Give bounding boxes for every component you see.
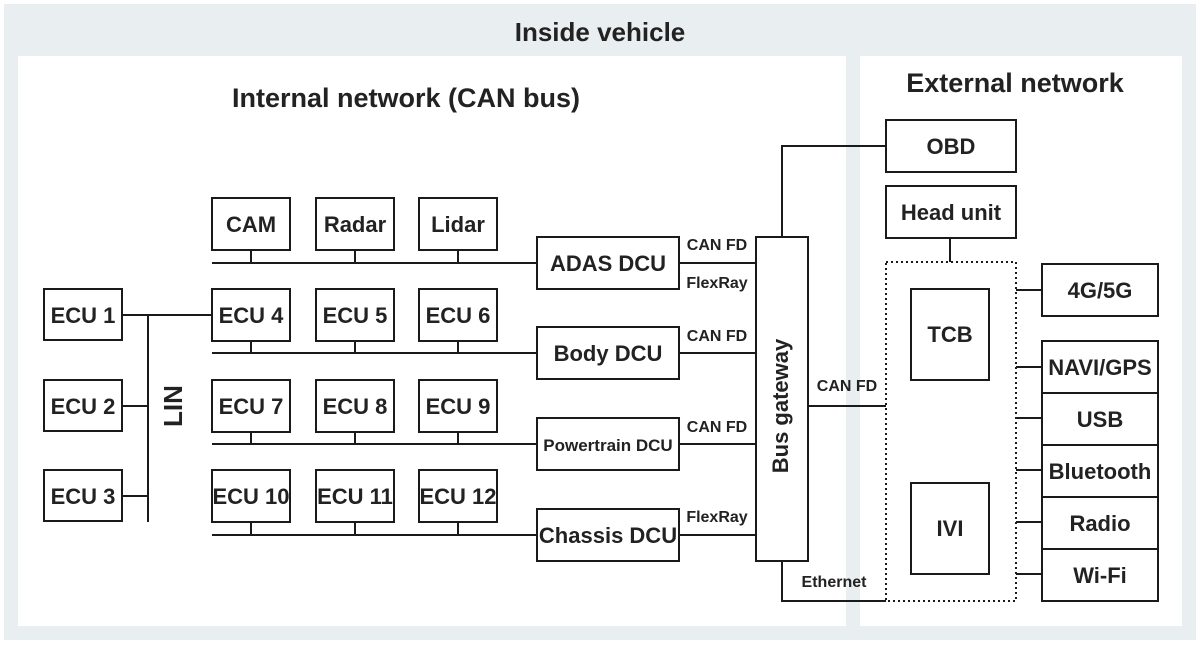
interface-radio-label: Radio [1069,511,1130,536]
chassis-dcu: Chassis DCU [536,508,680,562]
interface-bluetooth-label: Bluetooth [1049,459,1152,484]
interface-4g5g-label: 4G/5G [1068,278,1133,303]
sensor-cam-label: CAM [226,212,276,237]
ivi: IVI [910,482,990,575]
diagram-title: Inside vehicle [515,17,686,47]
sensor-radar: Radar [315,197,395,251]
ecu-10: ECU 10 [211,469,291,523]
bus-label-body-canfd: CAN FD [687,328,747,345]
ecu-12: ECU 12 [418,469,498,523]
sensor-lidar: Lidar [418,197,498,251]
ivi-label: IVI [937,516,964,541]
ecu-10-label: ECU 10 [212,484,289,509]
interface-4g5g: 4G/5G [1041,263,1159,317]
ecu-11-label: ECU 11 [317,484,393,509]
powertrain-dcu: Powertrain DCU [536,417,680,471]
adas-dcu: ADAS DCU [536,236,680,290]
interface-navi-gps: NAVI/GPS [1041,340,1159,394]
bus-gateway-label: Bus gateway [768,338,793,473]
head-unit-label: Head unit [901,200,1002,225]
tcb: TCB [910,288,990,381]
ecu-7-label: ECU 7 [219,394,284,419]
interface-bluetooth: Bluetooth [1041,444,1159,498]
interface-usb: USB [1041,392,1159,446]
gateway-link-label: CAN FD [817,378,877,395]
interface-wifi-label: Wi-Fi [1073,563,1127,588]
interface-wifi: Wi-Fi [1041,548,1159,602]
obd-label: OBD [927,134,976,159]
adas-dcu-label: ADAS DCU [550,251,666,276]
bus-label-adas-canfd: CAN FD [687,237,747,254]
ecu-6-label: ECU 6 [426,303,491,328]
wires [122,145,1042,602]
external-network-heading: External network [906,68,1125,98]
ecu-5: ECU 5 [315,288,395,342]
lin-label: LIN [158,385,188,427]
sensor-cam: CAM [211,197,291,251]
interface-navi-gps-label: NAVI/GPS [1048,355,1152,380]
ecu-8-label: ECU 8 [323,394,388,419]
ecu-5-label: ECU 5 [323,303,388,328]
ecu-9: ECU 9 [418,379,498,433]
ecu-2: ECU 2 [43,379,123,432]
interface-usb-label: USB [1077,407,1123,432]
ecu-9-label: ECU 9 [426,394,491,419]
obd-port: OBD [885,119,1017,173]
ecu-7: ECU 7 [211,379,291,433]
ecu-8: ECU 8 [315,379,395,433]
ecu-11: ECU 11 [315,469,395,523]
chassis-dcu-label: Chassis DCU [539,523,677,548]
bus-label-chassis-flexray: FlexRay [686,509,747,526]
ecu-4: ECU 4 [211,288,291,342]
interface-radio: Radio [1041,496,1159,550]
tcb-label: TCB [927,322,972,347]
ecu-3-label: ECU 3 [51,484,116,509]
ecu-2-label: ECU 2 [51,394,116,419]
ecu-1: ECU 1 [43,288,123,341]
ecu-12-label: ECU 12 [419,484,496,509]
body-dcu: Body DCU [536,326,680,380]
sensor-radar-label: Radar [324,212,387,237]
head-unit: Head unit [885,185,1017,239]
ethernet-label: Ethernet [802,574,868,591]
internal-network-heading: Internal network (CAN bus) [232,83,580,113]
sensor-lidar-label: Lidar [431,212,485,237]
bus-label-powertrain-canfd: CAN FD [687,419,747,436]
powertrain-dcu-label: Powertrain DCU [543,436,672,455]
bus-label-adas-flexray: FlexRay [686,275,747,292]
ecu-4-label: ECU 4 [219,303,285,328]
ecu-1-label: ECU 1 [51,303,116,328]
ecu-3: ECU 3 [43,469,123,522]
body-dcu-label: Body DCU [554,341,663,366]
ecu-6: ECU 6 [418,288,498,342]
telematics-ivi-enclosure [885,261,1017,602]
bus-gateway: Bus gateway [755,236,809,562]
